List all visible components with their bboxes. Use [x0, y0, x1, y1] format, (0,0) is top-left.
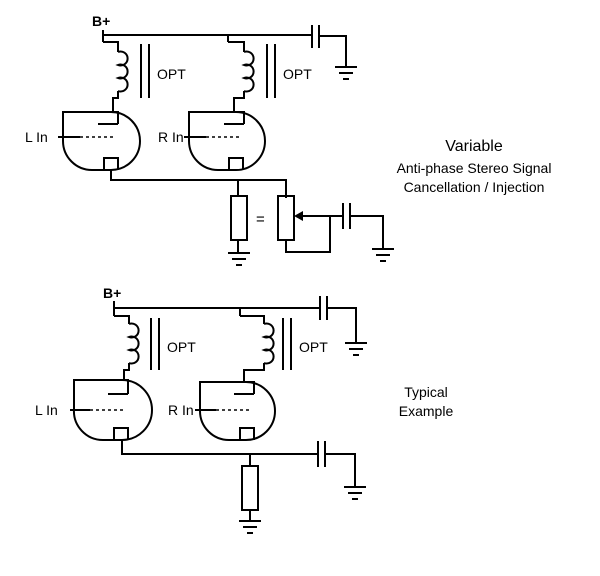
bottom-right-opt-label: OPT [299, 339, 328, 355]
bottom-caption-line2: Example [399, 403, 454, 419]
top-caption-title: Variable [445, 138, 503, 155]
bottom-bplus-label: B+ [103, 285, 121, 301]
top-rail-ground-icon [335, 66, 357, 80]
top-right-opt-label: OPT [283, 66, 312, 82]
top-right-tube-icon [188, 111, 266, 171]
bottom-right-tube-icon [199, 381, 276, 441]
bottom-left-input-label: L In [35, 402, 58, 418]
top-bplus-rail [102, 30, 312, 42]
top-caption-line1: Anti-phase Stereo Signal [397, 160, 552, 176]
bottom-caption-line1: Typical [404, 384, 448, 400]
top-equals-sign: = [256, 211, 265, 228]
top-cathode-resistor [230, 195, 248, 241]
top-right-transformer-icon [228, 41, 276, 112]
top-injection-capacitor [330, 203, 384, 248]
bottom-cathode-resistor [241, 465, 259, 511]
bottom-circuit: B+ OPT OPT [35, 285, 454, 534]
bottom-cathode-capacitor [317, 441, 356, 486]
bottom-resistor-ground-icon [239, 520, 261, 534]
top-bplus-label: B+ [92, 13, 110, 29]
bottom-left-opt-label: OPT [167, 339, 196, 355]
bottom-right-transformer-icon [240, 315, 292, 382]
bottom-rail-ground-icon [345, 342, 367, 356]
bottom-capacitor-ground-icon [344, 486, 366, 500]
top-right-input-label: R In [158, 129, 184, 145]
bottom-right-input-label: R In [168, 402, 194, 418]
top-left-input-label: L In [25, 129, 48, 145]
bottom-bplus-rail [113, 301, 320, 316]
top-left-tube-icon [62, 111, 141, 171]
top-cathode-bus [110, 170, 287, 252]
top-injection-ground-icon [372, 248, 394, 262]
top-potentiometer-icon[interactable] [277, 195, 331, 253]
bottom-rail-capacitor [319, 296, 357, 342]
top-resistor-ground-icon [228, 252, 250, 266]
bottom-left-tube-icon [72, 379, 153, 442]
top-left-opt-label: OPT [157, 66, 186, 82]
top-left-transformer-icon [103, 41, 150, 112]
top-rail-capacitor [311, 25, 347, 66]
top-caption-line2: Cancellation / Injection [404, 179, 545, 195]
bottom-left-transformer-icon [114, 315, 160, 380]
top-circuit: B+ OPT OPT [25, 13, 552, 266]
bottom-cathode-bus [121, 440, 318, 520]
